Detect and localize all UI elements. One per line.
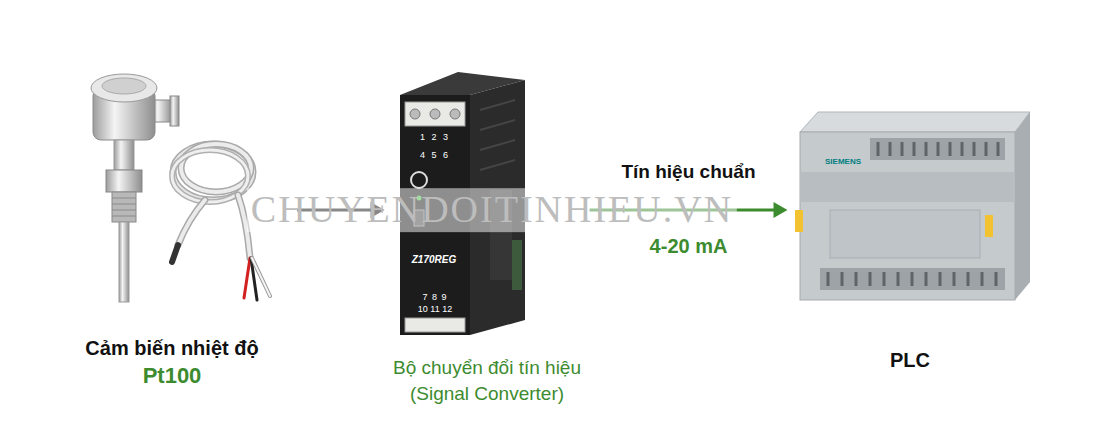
sensor-head	[91, 74, 179, 302]
model-name: Z170REG	[412, 254, 456, 266]
terminal-number: 4 5 6	[420, 150, 450, 160]
edge-label: Tín hiệu chuẩn	[621, 161, 755, 183]
device-subname: Pt100	[47, 361, 297, 391]
terminal-number: 10 11 12	[418, 304, 452, 314]
device-name: Cảm biến nhiệt độ	[47, 335, 297, 361]
device-name: PLC	[788, 347, 1033, 373]
plc-unit	[795, 112, 1030, 300]
device-node: Bộ chuyển đổi tín hiệu(Signal Converter)	[385, 65, 590, 407]
device-node: PLC	[788, 95, 1033, 373]
arrow-head	[774, 202, 788, 218]
signal-range: 4-20 mA	[650, 235, 728, 258]
terminal-number: 1 2 3	[420, 132, 450, 142]
watermark: CHUYENDOITINHIEU.VN	[247, 188, 737, 232]
brand-name: SIEMENS	[825, 157, 861, 166]
device-subname: (Signal Converter)	[385, 381, 590, 407]
terminal-number: 7 8 9	[422, 292, 447, 302]
device-name: Bộ chuyển đổi tín hiệu	[385, 355, 590, 381]
device-picture-space	[788, 95, 1033, 347]
